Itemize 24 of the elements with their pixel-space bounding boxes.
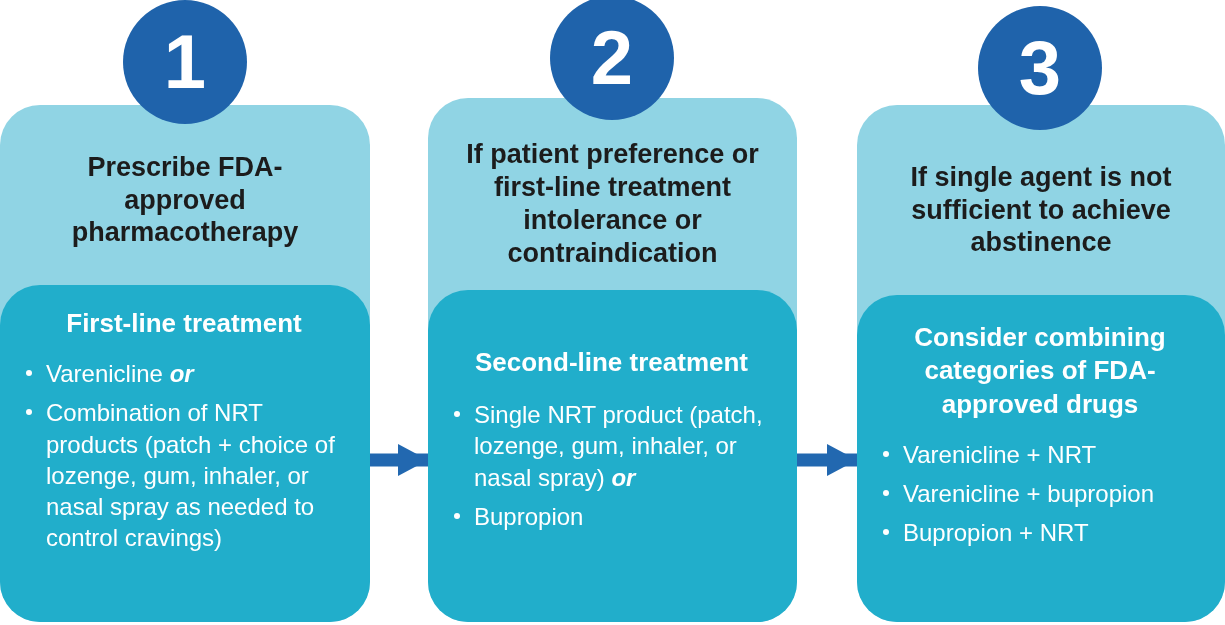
condition-text: If patient preference or first-line treatment intolerance or contraindication	[465, 138, 760, 270]
treatment-heading: Consider combining categories of FDA-approved drugs	[913, 321, 1167, 421]
condition-text: Prescribe FDA-approved pharmacotherapy	[70, 150, 300, 250]
treatment-option: Single NRT product (patch, lozenge, gum, inhaler, or nasal spray) or	[474, 399, 773, 493]
treatment-option: Bupropion + NRT	[903, 517, 1089, 549]
treatment-option: Bupropion	[474, 500, 584, 532]
condition-text: If single agent is not sufficient to achieve abstinence	[909, 160, 1173, 260]
condition-box	[0, 105, 370, 285]
step-number: 2	[590, 20, 634, 96]
treatment-option: Varenicline + bupropion	[903, 478, 1155, 510]
treatment-box	[0, 285, 370, 622]
treatment-heading: Second-line treatment	[473, 346, 750, 379]
condition-box	[428, 98, 797, 290]
arrow	[370, 444, 428, 476]
treatment-option: Combination of NRT products (patch + choice of lozenge, gum, inhaler, or nasal spray as needed to control cravings)	[46, 397, 346, 554]
treatment-box	[857, 295, 1225, 622]
step-number: 1	[163, 24, 207, 100]
treatment-heading: First-line treatment	[65, 307, 303, 340]
step-number: 3	[1018, 30, 1062, 106]
treatment-box	[428, 290, 797, 622]
arrow	[797, 444, 857, 476]
condition-box	[857, 105, 1225, 295]
treatment-option: Varenicline or	[46, 358, 194, 390]
treatment-option: Varenicline + NRT	[903, 438, 1097, 470]
